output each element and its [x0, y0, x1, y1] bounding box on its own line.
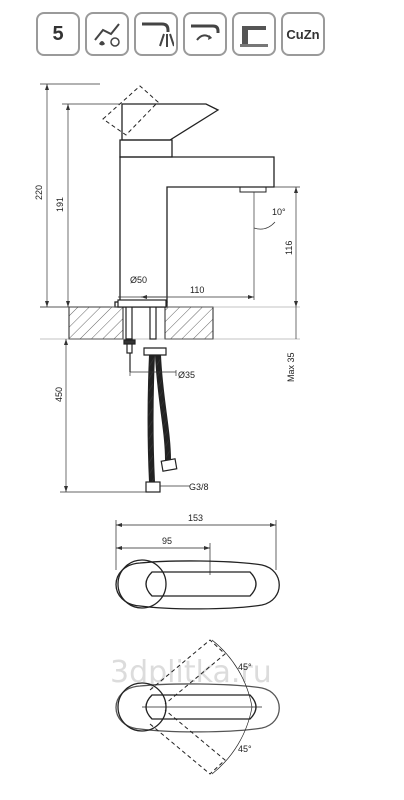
cold-start-icon	[183, 12, 227, 56]
braided-hoses	[145, 354, 178, 493]
lever-collar	[119, 139, 173, 158]
hose-nut-1	[145, 481, 161, 493]
faucet-side-view	[102, 85, 275, 308]
feature-badges: 5 CuZn	[36, 12, 325, 56]
countertop-section	[40, 306, 300, 340]
ceramic-cartridge-icon	[232, 12, 276, 56]
lever-outline-top	[115, 560, 280, 610]
lever-raised-position	[102, 85, 159, 136]
dim-spout-reach: 110	[190, 285, 204, 295]
dim-max-deck: Max 35	[286, 352, 296, 382]
rotation-labels: 45° 45°	[238, 662, 252, 754]
dim-total-height: 220	[34, 185, 44, 200]
faucet-top-view	[115, 520, 280, 610]
dim-base-diameter: Ø50	[130, 275, 147, 285]
dim-shank-diameter: Ø35	[178, 370, 195, 380]
dim-lever-angle: 10°	[272, 207, 286, 217]
dimension-labels: 220 191 116 10° 110 Ø50 Max 35 450 Ø35 G…	[34, 185, 296, 492]
eco-water-saving-icon	[85, 12, 129, 56]
dim-rotation-up: 45°	[238, 662, 252, 672]
warranty-badge: 5	[36, 12, 80, 56]
aerator-spray-icon	[134, 12, 178, 56]
mounting-shank	[117, 299, 167, 372]
top-view-labels: 153 95	[162, 513, 203, 546]
lever-handle	[121, 103, 220, 141]
dimension-arrows	[45, 84, 298, 492]
dim-body-height: 191	[55, 197, 65, 212]
dim-lever-reach: 95	[162, 536, 172, 546]
hose-nut-2	[160, 458, 178, 472]
dim-hose-length: 450	[54, 387, 64, 402]
base-circle-top	[117, 559, 167, 609]
dim-lever-width: 153	[188, 513, 203, 523]
dim-rotation-down: 45°	[238, 744, 252, 754]
dim-thread: G3/8	[189, 482, 209, 492]
dim-spout-clearance: 116	[284, 241, 294, 255]
material-badge: CuZn	[281, 12, 325, 56]
dimension-lines	[40, 83, 300, 493]
faucet-rotation-view	[115, 639, 280, 775]
lever-slot-top	[145, 571, 257, 597]
